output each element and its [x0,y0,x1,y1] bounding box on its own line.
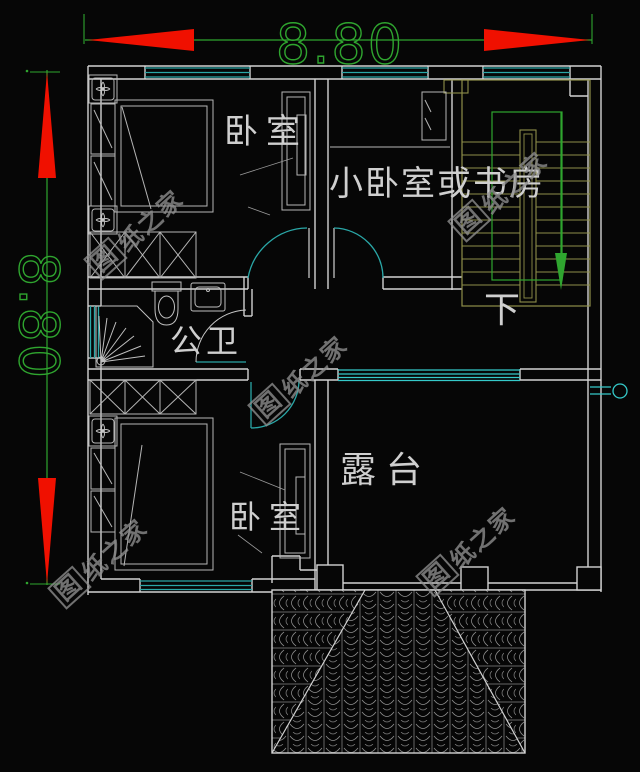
arrow-right-icon [484,29,590,51]
stairs [443,79,591,307]
toilet [151,281,182,326]
furniture-bedroom-bottom [88,379,311,571]
bathroom-label: 公卫 [170,322,242,360]
wardrobe [89,231,197,279]
door-bathroom [195,309,247,363]
arrow-left-icon [88,29,194,51]
window-study [342,67,428,78]
study-desk [421,91,447,141]
door-bedroom-bottom [250,379,300,429]
terrace-label: 露台 [340,450,432,491]
bed [114,417,214,571]
lamp-icon [95,81,111,97]
arrow-down-icon [38,478,56,584]
bedroom-bottom-label: 卧室 [229,498,309,536]
drain-icon [590,383,628,399]
windows [89,67,628,591]
bedroom-top-label: 卧室 [224,112,308,152]
stairs-down-arrow-icon [555,253,567,290]
door-study [333,227,384,279]
window-terrace-slider [338,369,520,382]
stairwell-opening [491,111,563,281]
sink [190,282,226,312]
cabinet [281,91,311,211]
furniture-study [330,91,450,148]
study-label: 小卧室或书房 [329,164,545,204]
cabinet [279,443,311,559]
door-bedroom-top [247,227,310,279]
furniture-bedroom-top [88,74,311,279]
roof-hip-line [271,589,366,754]
lamp-icon [95,423,111,439]
shower [95,305,154,368]
window-stairs [483,67,570,78]
stair-stringer [519,129,537,303]
dimension-left: 8.80 [6,69,71,585]
roof [271,589,526,754]
window-bedroom-bottom [140,580,252,591]
window-bathroom [89,306,100,358]
lamp-icon [95,212,111,228]
stairs-down-label: 下 [484,290,520,331]
bed [114,99,214,213]
dimension-left-value: 8.80 [7,252,70,380]
arrow-up-icon [38,72,56,178]
doors [195,227,384,429]
bathroom-fixtures [95,281,226,368]
wardrobe [89,379,197,415]
window-bedroom-top [145,67,250,78]
roof-hip-line [434,589,526,754]
